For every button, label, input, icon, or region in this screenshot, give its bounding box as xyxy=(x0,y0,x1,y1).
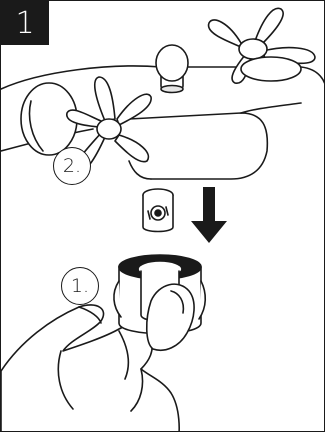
aerator-part xyxy=(143,189,173,232)
down-arrow xyxy=(191,187,227,243)
right-cross-handle xyxy=(209,8,315,83)
knob xyxy=(156,45,188,93)
callout-step-1: 1. xyxy=(61,267,99,305)
callout-step-2: 2. xyxy=(53,147,91,185)
step-number-badge: 1 xyxy=(1,1,49,45)
